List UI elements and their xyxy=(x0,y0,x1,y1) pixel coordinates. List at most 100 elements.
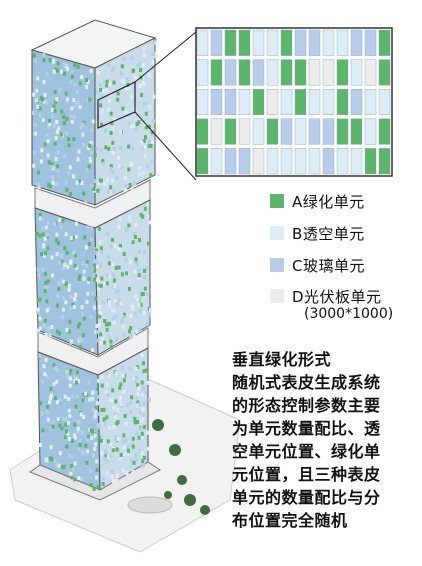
facade-cell xyxy=(364,88,377,115)
tower-facade-cell xyxy=(77,149,81,154)
tower-facade-cell xyxy=(97,422,101,427)
tower-facade-cell xyxy=(99,438,103,443)
tower-facade-cell xyxy=(60,426,64,431)
tower-facade-cell xyxy=(69,339,73,344)
tower-facade-cell xyxy=(93,263,97,268)
legend-label-d: D光伏板单元 xyxy=(292,287,382,306)
tower-facade-cell xyxy=(100,336,104,341)
facade-cell xyxy=(238,148,251,175)
tower-facade-cell xyxy=(125,271,129,276)
tower-facade-cell xyxy=(63,71,66,76)
tower-facade-cell xyxy=(138,171,142,176)
tower-facade-cell xyxy=(93,269,97,274)
tower-facade-cell xyxy=(99,283,103,288)
tower-facade-cell xyxy=(119,301,123,305)
tower-facade-cell xyxy=(39,401,43,406)
tower-facade-cell xyxy=(40,379,44,384)
tower-facade-cell xyxy=(45,100,49,105)
tower-facade-cell xyxy=(122,252,126,256)
tower-facade-cell xyxy=(129,313,133,318)
tower-facade-cell xyxy=(85,85,89,90)
tower-facade-cell xyxy=(116,420,120,425)
tower-facade-cell xyxy=(146,430,150,435)
tower-facade-cell xyxy=(106,454,110,459)
tower-facade-cell xyxy=(142,463,146,468)
facade-cell xyxy=(322,148,335,175)
tower-facade-cell xyxy=(113,284,117,288)
tower-facade-cell xyxy=(78,442,82,447)
tower-facade-cell xyxy=(55,130,59,135)
tower-facade-cell xyxy=(141,361,145,366)
tower-facade-cell xyxy=(86,225,90,230)
tower-facade-cell xyxy=(49,393,53,398)
tower-facade-cell xyxy=(106,273,109,278)
tower-facade-cell xyxy=(59,132,63,137)
tower-facade-cell xyxy=(101,482,105,486)
tower-facade-cell xyxy=(92,408,96,413)
tower-facade-cell xyxy=(142,369,146,374)
tower-facade-cell xyxy=(128,183,132,187)
tower-facade-cell xyxy=(90,237,94,241)
description-line: 布位置完全随机 xyxy=(232,511,348,530)
tower-facade-cell xyxy=(81,122,85,127)
facade-cell xyxy=(322,88,335,115)
tower-facade-cell xyxy=(93,179,97,184)
tower-facade-cell xyxy=(96,394,100,399)
facade-cell xyxy=(196,148,209,175)
tower-facade-cell xyxy=(111,388,115,393)
tower-facade-cell xyxy=(69,260,73,265)
tower-facade-cell xyxy=(116,473,119,478)
tower-facade-cell xyxy=(82,415,86,419)
tower-facade-cell xyxy=(44,225,48,230)
tower-facade-cell xyxy=(127,286,131,291)
tower-facade-cell xyxy=(58,331,61,336)
facade-cell xyxy=(238,59,251,86)
tower-facade-cell xyxy=(87,277,91,282)
tower-facade-cell xyxy=(67,329,71,334)
tower-facade-cell xyxy=(79,412,83,417)
tower-facade-cell xyxy=(80,181,84,185)
tower-facade-cell xyxy=(105,327,109,332)
tower-facade-cell xyxy=(95,260,99,265)
tower-facade-cell xyxy=(108,82,112,87)
tower-facade-cell xyxy=(46,153,50,158)
tower-facade-cell xyxy=(91,390,95,395)
tower-facade-cell xyxy=(45,235,49,240)
legend-item-a: A绿化单元 xyxy=(270,190,365,212)
tower-facade-cell xyxy=(74,404,78,409)
tower-facade-cell xyxy=(96,188,100,193)
tower-facade-cell xyxy=(149,308,152,313)
tower-facade-cell xyxy=(48,121,52,126)
tower-facade-cell xyxy=(110,474,114,479)
tower-facade-cell xyxy=(68,413,72,418)
tower-facade-cell xyxy=(100,451,104,455)
tower-facade-cell xyxy=(127,167,131,172)
tower-facade-cell xyxy=(95,401,99,406)
tower-facade-cell xyxy=(140,380,144,385)
tower-facade-cell xyxy=(107,146,111,151)
tower-facade-cell xyxy=(56,368,60,372)
tower-facade-cell xyxy=(102,417,106,422)
tower-facade-cell xyxy=(48,400,52,405)
tower-facade-cell xyxy=(92,187,96,191)
tower-facade-cell xyxy=(87,146,90,150)
tower-facade-cell xyxy=(51,180,55,185)
tower-facade-cell xyxy=(69,236,73,240)
tower-facade-cell xyxy=(131,240,135,245)
tower-facade-cell xyxy=(36,297,40,302)
tower-facade-cell xyxy=(144,125,148,130)
facade-cell xyxy=(224,118,237,145)
tower-facade-cell xyxy=(107,98,111,103)
tower-facade-cell xyxy=(50,325,54,329)
tower-facade-cell xyxy=(133,269,137,274)
tower-facade-cell xyxy=(142,385,146,390)
facade-cell xyxy=(266,148,279,175)
tower-facade-cell xyxy=(102,456,106,461)
tower-facade-cell xyxy=(141,171,145,176)
tower-facade-cell xyxy=(114,478,118,483)
facade-cell xyxy=(294,148,307,175)
tower-facade-cell xyxy=(97,181,100,186)
tower-facade-cell xyxy=(93,433,97,438)
tower-facade-cell xyxy=(38,297,42,302)
tower-facade-cell xyxy=(135,457,139,462)
